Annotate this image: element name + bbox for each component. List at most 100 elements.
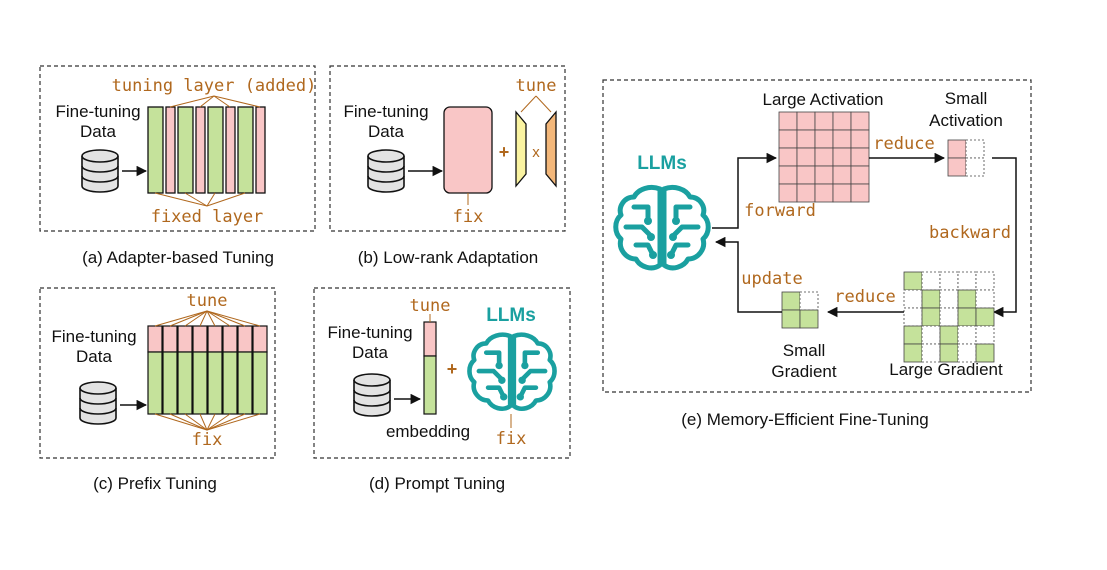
activation-cell	[778, 129, 798, 149]
panel-c-fix-leaders	[154, 413, 261, 431]
large-gradient-grid	[903, 271, 995, 363]
prefix-token	[192, 325, 208, 353]
panel-c-tune-leaders	[154, 310, 261, 327]
small-gradient-label-2: Gradient	[771, 362, 836, 381]
embedding-block	[423, 355, 437, 415]
gradient-cell	[781, 309, 801, 329]
activation-cell	[947, 157, 967, 177]
activation-cell	[796, 147, 816, 167]
panel-b: Fine-tuning Data fix + x tune (b) Low-ra…	[329, 65, 566, 267]
gradient-cell	[939, 307, 959, 327]
gradient-cell	[939, 271, 959, 291]
large-activation-grid	[778, 111, 870, 203]
gradient-cell	[921, 325, 941, 345]
tuning-layer	[255, 106, 266, 194]
small-gradient-grid	[781, 291, 819, 329]
small-activation-grid	[947, 139, 985, 177]
gradient-cell	[975, 307, 995, 327]
panel-b-frame	[329, 65, 566, 232]
small-activation-label-1: Small	[945, 89, 988, 108]
gradient-cell	[939, 325, 959, 345]
activation-cell	[796, 111, 816, 131]
brain-icon	[469, 335, 554, 409]
fixed-layer	[207, 351, 223, 415]
fixed-layer	[177, 351, 193, 415]
panel-c-layers	[147, 325, 268, 415]
gradient-cell	[957, 343, 977, 363]
panel-d-tune-label: tune	[410, 296, 451, 316]
gradient-cell	[799, 309, 819, 329]
activation-cell	[778, 183, 798, 203]
large-gradient-label: Large Gradient	[889, 360, 1003, 379]
panel-b-tune-leaders	[520, 95, 552, 113]
panel-d-llm-label: LLMs	[486, 305, 536, 326]
large-activation-label: Large Activation	[763, 90, 884, 109]
gradient-cell	[921, 343, 941, 363]
activation-cell	[814, 147, 834, 167]
panel-c-caption: (c) Prefix Tuning	[93, 474, 217, 493]
activation-cell	[796, 129, 816, 149]
panel-d-frame	[313, 287, 571, 459]
panel-a: Fine-tuning Data tuning layer (added) fi…	[39, 65, 316, 267]
activation-cell	[778, 147, 798, 167]
panel-b-plus: +	[499, 142, 510, 162]
fixed-layer	[147, 351, 163, 415]
panel-d-fix-label: fix	[496, 429, 527, 449]
panel-e-llm-label: LLMs	[637, 153, 687, 174]
small-gradient-label-1: Small	[783, 341, 826, 360]
panel-d-data-label-2: Data	[352, 343, 388, 362]
gradient-cell	[975, 271, 995, 291]
gradient-cell	[975, 325, 995, 345]
activation-cell	[778, 111, 798, 131]
panel-d-plus: +	[447, 359, 458, 379]
low-rank-matrix-b	[545, 110, 557, 188]
fixed-layer	[222, 351, 238, 415]
activation-cell	[850, 165, 870, 185]
reduce-bottom-label: reduce	[834, 287, 895, 307]
fixed-layer	[207, 106, 224, 194]
panel-a-layers	[147, 106, 266, 194]
activation-cell	[778, 165, 798, 185]
panel-e: LLMs Large Activation Small Activation f…	[602, 79, 1032, 429]
fixed-layer	[177, 106, 194, 194]
activation-cell	[850, 147, 870, 167]
tuning-layer	[195, 106, 206, 194]
panel-a-data-label-1: Fine-tuning	[55, 102, 140, 121]
panel-b-data-label-2: Data	[368, 122, 404, 141]
update-label: update	[741, 269, 802, 289]
panel-c: Fine-tuning Data tune	[39, 287, 276, 493]
forward-label: forward	[744, 201, 816, 221]
soft-prompt-token	[423, 321, 437, 357]
panel-b-caption: (b) Low-rank Adaptation	[358, 248, 539, 267]
activation-cell	[832, 147, 852, 167]
panel-c-data-label-1: Fine-tuning	[51, 327, 136, 346]
prefix-token	[162, 325, 178, 353]
fixed-layer	[147, 106, 164, 194]
database-icon	[79, 381, 117, 425]
gradient-cell	[939, 289, 959, 309]
prefix-token	[222, 325, 238, 353]
fixed-layer	[162, 351, 178, 415]
panel-a-frame	[39, 65, 316, 232]
gradient-cell	[921, 307, 941, 327]
forward-arrow	[712, 152, 778, 229]
gradient-cell	[957, 289, 977, 309]
gradient-cell	[975, 289, 995, 309]
panel-c-tune-label: tune	[187, 291, 228, 311]
activation-cell	[796, 165, 816, 185]
prefix-token	[207, 325, 223, 353]
panel-e-frame	[602, 79, 1032, 393]
gradient-cell	[957, 271, 977, 291]
activation-cell	[965, 157, 985, 177]
gradient-cell	[903, 325, 923, 345]
activation-cell	[814, 183, 834, 203]
tuning-layer	[165, 106, 176, 194]
gradient-cell	[957, 307, 977, 327]
panel-d-data-label-1: Fine-tuning	[327, 323, 412, 342]
gradient-cell	[903, 271, 923, 291]
activation-cell	[850, 183, 870, 203]
panel-a-bottom-label: fixed layer	[151, 207, 264, 227]
gradient-cell	[799, 291, 819, 311]
activation-cell	[850, 129, 870, 149]
